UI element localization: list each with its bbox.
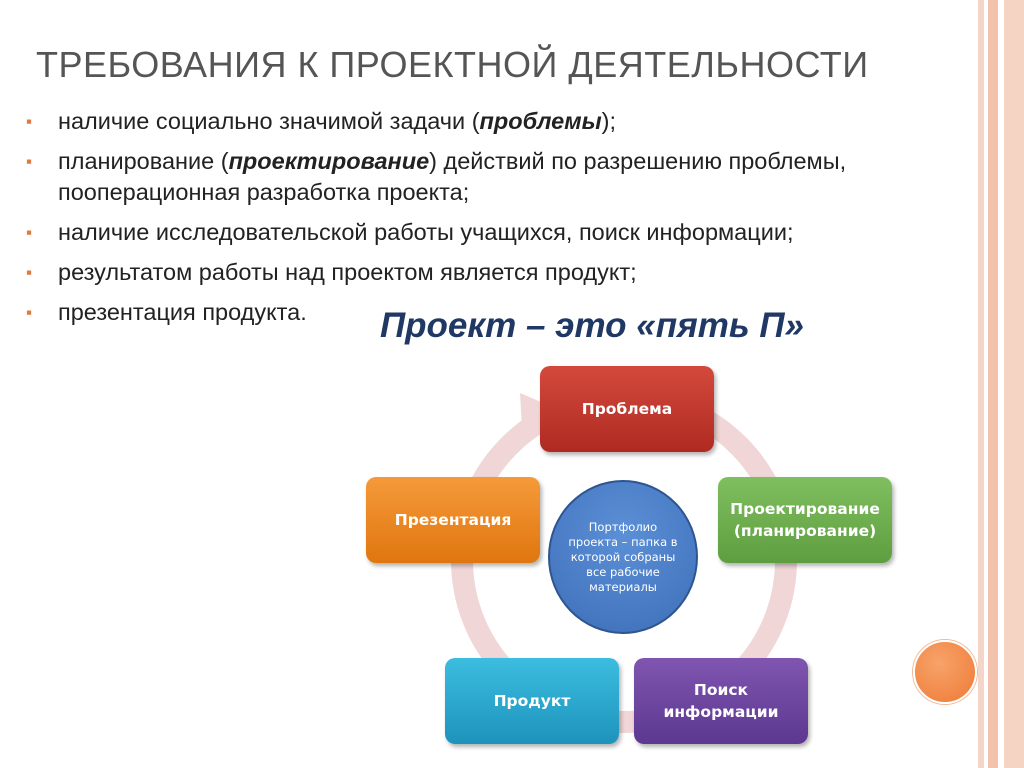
bullet-marker-icon: ▪: [26, 263, 33, 282]
diagram-subtitle: Проект – это «пять П»: [380, 306, 804, 345]
node-product: Продукт: [445, 658, 619, 744]
bullet-item: ▪наличие исследовательской работы учащих…: [26, 217, 966, 248]
bullet-marker-icon: ▪: [26, 112, 33, 131]
node-problem: Проблема: [540, 366, 714, 452]
bullet-marker-icon: ▪: [26, 303, 33, 322]
node-design: Проектирование (планирование): [718, 477, 892, 563]
slide-title: ТРЕБОВАНИЯ К ПРОЕКТНОЙ ДЕЯТЕЛЬНОСТИ: [36, 44, 869, 85]
node-search: Поиск информации: [634, 658, 808, 744]
bullet-item: ▪наличие социально значимой задачи (проб…: [26, 106, 966, 137]
bullet-list: ▪наличие социально значимой задачи (проб…: [26, 106, 966, 337]
decor-stripe: [1004, 0, 1024, 768]
node-presentation: Презентация: [366, 477, 540, 563]
decor-stripe: [988, 0, 998, 768]
bullet-item: ▪презентация продукта.: [26, 297, 966, 328]
bullet-item: ▪планирование (проектирование) действий …: [26, 148, 847, 205]
portfolio-circle: Портфолио проекта – папка в которой собр…: [548, 480, 698, 634]
bullet-marker-icon: ▪: [26, 223, 33, 242]
decor-circle: [913, 640, 977, 704]
cycle-arrow-icon: [520, 393, 548, 428]
bullet-marker-icon: ▪: [26, 152, 33, 171]
bullet-item: ▪результатом работы над проектом являетс…: [26, 257, 966, 288]
decor-stripe: [978, 0, 984, 768]
